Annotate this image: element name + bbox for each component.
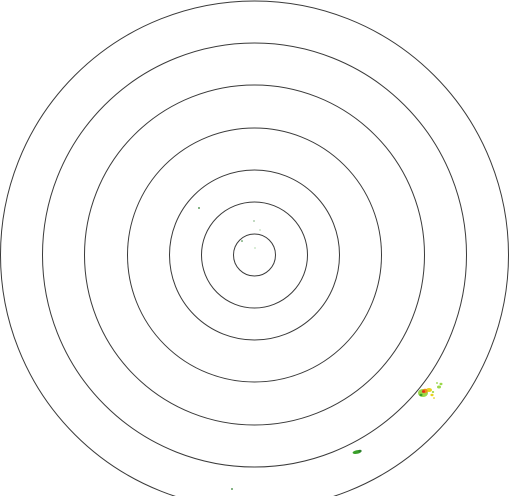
echo-blob (437, 385, 441, 389)
echo-speck (231, 488, 233, 490)
echo-blob (421, 390, 426, 393)
echo-blob (433, 397, 435, 399)
echo-speck (259, 229, 261, 231)
range-ring-1 (233, 233, 276, 277)
echo-speck (253, 220, 255, 222)
echo-speck (241, 240, 243, 242)
echo-blob (430, 393, 434, 397)
range-ring-5 (84, 84, 425, 426)
echo-speck (254, 247, 256, 249)
range-ring-2 (201, 201, 308, 309)
echo-blob (358, 449, 362, 453)
echo-blob (431, 391, 435, 393)
echo-blob (436, 382, 438, 384)
echo-blob (419, 393, 423, 397)
range-ring-4 (127, 127, 382, 383)
precipitation-echoes (198, 207, 443, 490)
echo-cell-south (352, 449, 362, 454)
range-ring-6 (42, 42, 467, 468)
echo-speck (198, 207, 200, 209)
echo-cell-southeast (418, 382, 443, 399)
range-ring-3 (169, 169, 340, 341)
echo-blob (439, 382, 443, 386)
